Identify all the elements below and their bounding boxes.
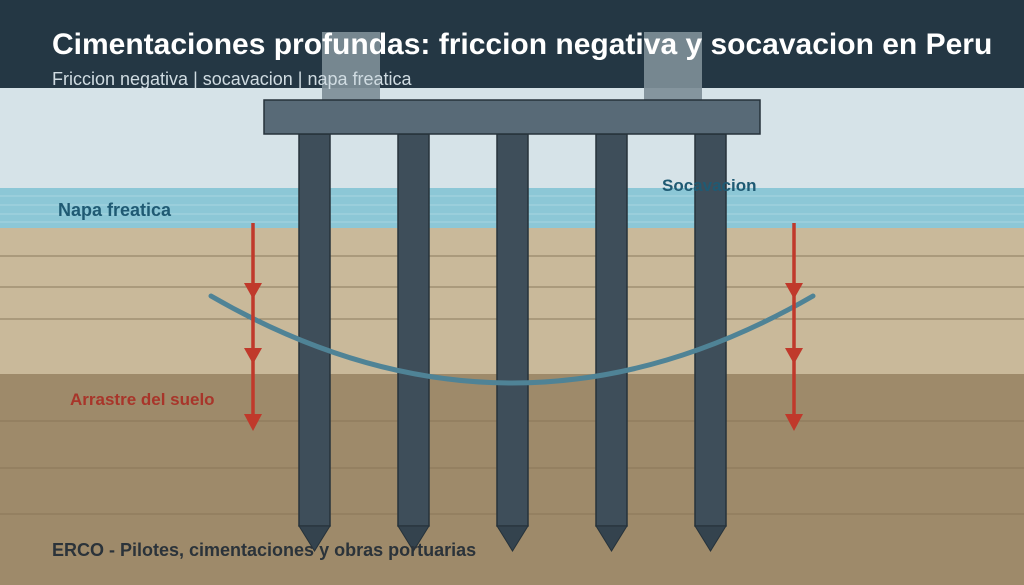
page-title: Cimentaciones profundas: friccion negati…	[52, 28, 992, 61]
pile	[595, 133, 628, 552]
drag-arrows-left	[244, 223, 262, 431]
footer-credit: ERCO - Pilotes, cimentaciones y obras po…	[52, 540, 476, 560]
drag-arrows-right	[785, 223, 803, 431]
column-left	[322, 32, 380, 100]
column-right	[644, 32, 702, 100]
pile-cap	[263, 99, 761, 135]
water-table-label: Napa freatica	[58, 200, 172, 220]
page-subtitle: Friccion negativa | socavacion | napa fr…	[52, 69, 413, 89]
header-band	[0, 0, 1024, 88]
scour-label: Socavacion	[662, 176, 757, 195]
scour-curve	[208, 293, 816, 386]
pile	[496, 133, 529, 552]
soil-drag-label: Arrastre del suelo	[70, 390, 215, 409]
pile	[397, 133, 430, 552]
